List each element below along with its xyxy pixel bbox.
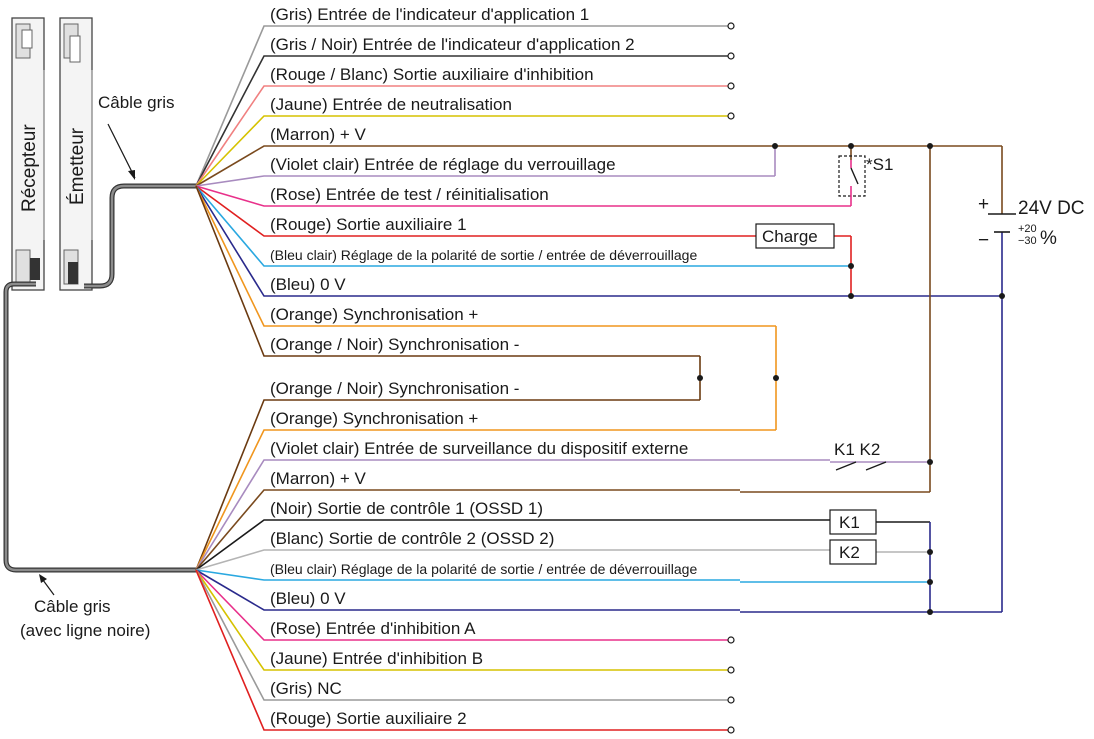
cable-callout-arrow: [39, 574, 47, 583]
receiver-label: Récepteur: [19, 124, 40, 212]
upper-open-terminal-4: [727, 112, 735, 120]
upper-wire-label-3: (Rouge / Blanc) Sortie auxiliaire d'inhi…: [270, 65, 594, 84]
upper-wire-9: [195, 185, 710, 267]
upper-wire-label-1: (Gris) Entrée de l'indicateur d'applicat…: [270, 5, 589, 24]
lower-wire-10: [195, 569, 728, 671]
upper-wire-label-2: (Gris / Noir) Entrée de l'indicateur d'a…: [270, 35, 635, 54]
upper-wire-group: (Gris) Entrée de l'indicateur d'applicat…: [195, 5, 776, 357]
emitter-label: Émetteur: [67, 127, 88, 205]
lower-open-terminal-11: [727, 696, 735, 704]
upper-wire-1: [195, 25, 728, 187]
lower-wire-5: [195, 519, 830, 571]
lower-wire-11: [195, 569, 728, 701]
lower-wire-7: [195, 569, 740, 581]
upper-wire-10: [195, 185, 710, 297]
psu-tol-minus: −30: [1018, 235, 1037, 247]
upper-open-terminal-1: [727, 22, 735, 30]
upper-wire-11: [195, 185, 776, 327]
lower-wire-3: [195, 459, 830, 571]
upper-wire-12: [195, 185, 700, 357]
lower-open-terminal-12: [727, 726, 735, 734]
lower-wire-label-7: (Bleu clair) Réglage de la polarité de s…: [270, 561, 697, 577]
psu-minus: −: [978, 230, 989, 251]
upper-wire-4: [195, 115, 728, 187]
power-supply: + − 24V DC +20 −30 %: [978, 194, 1085, 251]
upper-wire-label-5: (Marron) + V: [270, 125, 367, 144]
bottom-cable-label-1: Câble gris: [34, 597, 111, 616]
lower-wire-label-11: (Gris) NC: [270, 679, 342, 698]
lower-wire-label-5: (Noir) Sortie de contrôle 1 (OSSD 1): [270, 499, 543, 518]
lower-open-terminal-10: [727, 666, 735, 674]
psu-plus: +: [978, 194, 989, 215]
charge-load-box: [755, 223, 835, 249]
receiver-cable: [3, 281, 196, 573]
lower-wire-label-10: (Jaune) Entrée d'inhibition B: [270, 649, 483, 668]
lower-wire-9: [195, 569, 728, 641]
upper-wire-label-8: (Rouge) Sortie auxiliaire 1: [270, 215, 467, 234]
lower-wire-label-2: (Orange) Synchronisation +: [270, 409, 478, 428]
lower-wire-group: (Orange / Noir) Synchronisation - (Orange…: [195, 379, 830, 734]
lower-wire-label-6: (Blanc) Sortie de contrôle 2 (OSSD 2): [270, 529, 554, 548]
top-cable-label: Câble gris: [98, 93, 175, 112]
upper-wire-label-12: (Orange / Noir) Synchronisation -: [270, 335, 519, 354]
lower-wire-12: [195, 569, 728, 731]
bottom-cable-label-2: (avec ligne noire): [20, 621, 150, 640]
cable-callout-line: [107, 123, 136, 179]
lower-wire-label-12: (Rouge) Sortie auxiliaire 2: [270, 709, 467, 728]
upper-wire-7: [195, 185, 710, 207]
lower-wire-4: [195, 489, 740, 571]
lower-open-terminal-9: [727, 636, 735, 644]
upper-wire-5: [195, 145, 710, 187]
psu-percent: %: [1040, 228, 1057, 249]
lower-wire-label-8: (Bleu) 0 V: [270, 589, 346, 608]
upper-wire-label-10: (Bleu) 0 V: [270, 275, 346, 294]
upper-wire-label-11: (Orange) Synchronisation +: [270, 305, 478, 324]
emitter-cable: [84, 183, 196, 289]
upper-wire-2: [195, 55, 728, 187]
lower-wire-label-3: (Violet clair) Entrée de surveillance du…: [270, 439, 688, 458]
k1-k2-contacts-label: K1 K2: [834, 440, 880, 459]
lower-circuit: K1 K2 K1 K2: [740, 440, 1002, 615]
lower-wire-label-1: (Orange / Noir) Synchronisation -: [270, 379, 519, 398]
lower-wire-2: [195, 429, 776, 571]
charge-load-label: Charge: [762, 227, 818, 246]
lower-wire-6: [195, 549, 830, 571]
upper-circuit: *S1 Charge: [710, 143, 1005, 612]
upper-wire-8: [195, 185, 760, 237]
switch-s1-label: *S1: [866, 155, 893, 174]
upper-wire-label-6: (Violet clair) Entrée de réglage du verr…: [270, 155, 616, 174]
upper-wire-6: [195, 175, 710, 187]
lower-wire-1: [195, 399, 700, 571]
relay-k1-box: [829, 509, 877, 535]
psu-tol-plus: +20: [1018, 223, 1037, 235]
upper-wire-label-4: (Jaune) Entrée de neutralisation: [270, 95, 512, 114]
upper-wire-label-9: (Bleu clair) Réglage de la polarité de s…: [270, 247, 697, 263]
relay-k2-box: [829, 539, 877, 565]
lower-wire-label-4: (Marron) + V: [270, 469, 367, 488]
lower-wire-label-9: (Rose) Entrée d'inhibition A: [270, 619, 476, 638]
upper-wire-label-7: (Rose) Entrée de test / réinitialisation: [270, 185, 549, 204]
relay-k2-label: K2: [839, 543, 860, 562]
emitter-unit: [59, 17, 93, 291]
relay-k1-label: K1: [839, 513, 860, 532]
upper-open-terminal-2: [727, 52, 735, 60]
sync-interconnect: [697, 326, 779, 430]
cable-callout-arrow: [128, 170, 135, 180]
lower-wire-8: [195, 569, 740, 611]
receiver-unit: [11, 17, 45, 291]
upper-open-terminal-3: [727, 82, 735, 90]
upper-wire-3: [195, 85, 728, 187]
psu-voltage: 24V DC: [1018, 198, 1085, 219]
